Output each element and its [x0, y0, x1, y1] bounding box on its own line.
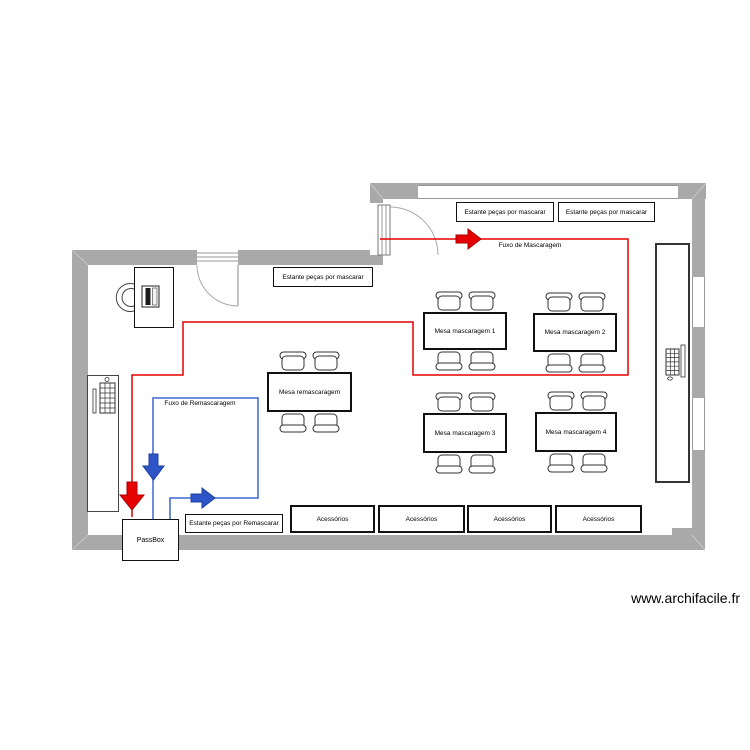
table-label: Mesa mascaragem 2: [544, 329, 606, 336]
shelf-label: Estante peças por mascarar: [565, 208, 648, 216]
accessories-label: Acessórios: [405, 515, 438, 523]
flow-remasking-line[interactable]: [142, 397, 259, 519]
accessories-label: Acessórios: [316, 515, 349, 523]
shelf-masking-3[interactable]: Estante peças por mascarar: [273, 267, 373, 287]
workstation-right[interactable]: [655, 243, 690, 483]
table-masking-3[interactable]: Mesa mascaragem 3: [423, 413, 507, 453]
passbox[interactable]: PassBox: [122, 519, 179, 561]
accessories-box-4[interactable]: Acessórios: [555, 505, 642, 533]
door-upper[interactable]: [377, 204, 439, 256]
wall-stub: [672, 528, 692, 535]
shelf-remasking[interactable]: Estante peças por Remascarar: [185, 514, 283, 533]
table-remasking[interactable]: Mesa remascaragem: [267, 372, 352, 412]
table-masking-4[interactable]: Mesa mascaragem 4: [535, 412, 617, 452]
flow-remasking-arrow-down: [142, 453, 165, 481]
shelf-label: Estante peças por mascarar: [282, 273, 364, 281]
flow-masking-arrow-down: [118, 481, 146, 511]
flow-remasking-label: Fuxo de Remascaragem: [164, 400, 236, 407]
window-right-2: [692, 398, 705, 450]
window-right-1: [692, 277, 705, 327]
watermark: www.archifacile.fr: [631, 590, 740, 606]
wall-bottom: [72, 535, 705, 550]
door-opening-main: [197, 250, 238, 265]
wall-miters: [71, 182, 707, 551]
flow-remasking-arrow-right: [190, 486, 216, 510]
office-chair[interactable]: [115, 283, 135, 312]
window-top: [418, 185, 678, 199]
flow-masking-label: Fuxo de Mascaragem: [498, 242, 562, 249]
wall-right: [692, 188, 705, 535]
shelf-label: Estante peças por mascarar: [464, 208, 546, 216]
flow-masking-arrow-right: [455, 227, 482, 251]
desk-computer[interactable]: [134, 267, 174, 328]
shelf-masking-1[interactable]: Estante peças por mascarar: [456, 202, 554, 222]
table-label: Mesa mascaragem 3: [434, 429, 496, 437]
accessories-label: Acessórios: [582, 515, 615, 523]
shelf-masking-2[interactable]: Estante peças por mascarar: [558, 202, 655, 222]
accessories-box-2[interactable]: Acessórios: [378, 505, 465, 533]
accessories-label: Acessórios: [493, 515, 526, 523]
table-masking-2[interactable]: Mesa mascaragem 2: [533, 313, 617, 352]
table-label: Mesa mascaragem 4: [545, 428, 607, 436]
wall-left: [72, 250, 88, 550]
accessories-box-3[interactable]: Acessórios: [467, 505, 552, 533]
passbox-label: PassBox: [136, 536, 165, 544]
table-label: Mesa mascaragem 1: [434, 327, 496, 335]
flow-masking-line[interactable]: [118, 227, 629, 517]
accessories-box-1[interactable]: Acessórios: [290, 505, 375, 533]
workstation-left[interactable]: [87, 375, 119, 512]
shelf-label: Estante peças por Remascarar: [189, 520, 279, 527]
door-opening-upper: [370, 203, 383, 255]
table-masking-1[interactable]: Mesa mascaragem 1: [423, 312, 507, 350]
table-label: Mesa remascaragem: [278, 388, 341, 396]
